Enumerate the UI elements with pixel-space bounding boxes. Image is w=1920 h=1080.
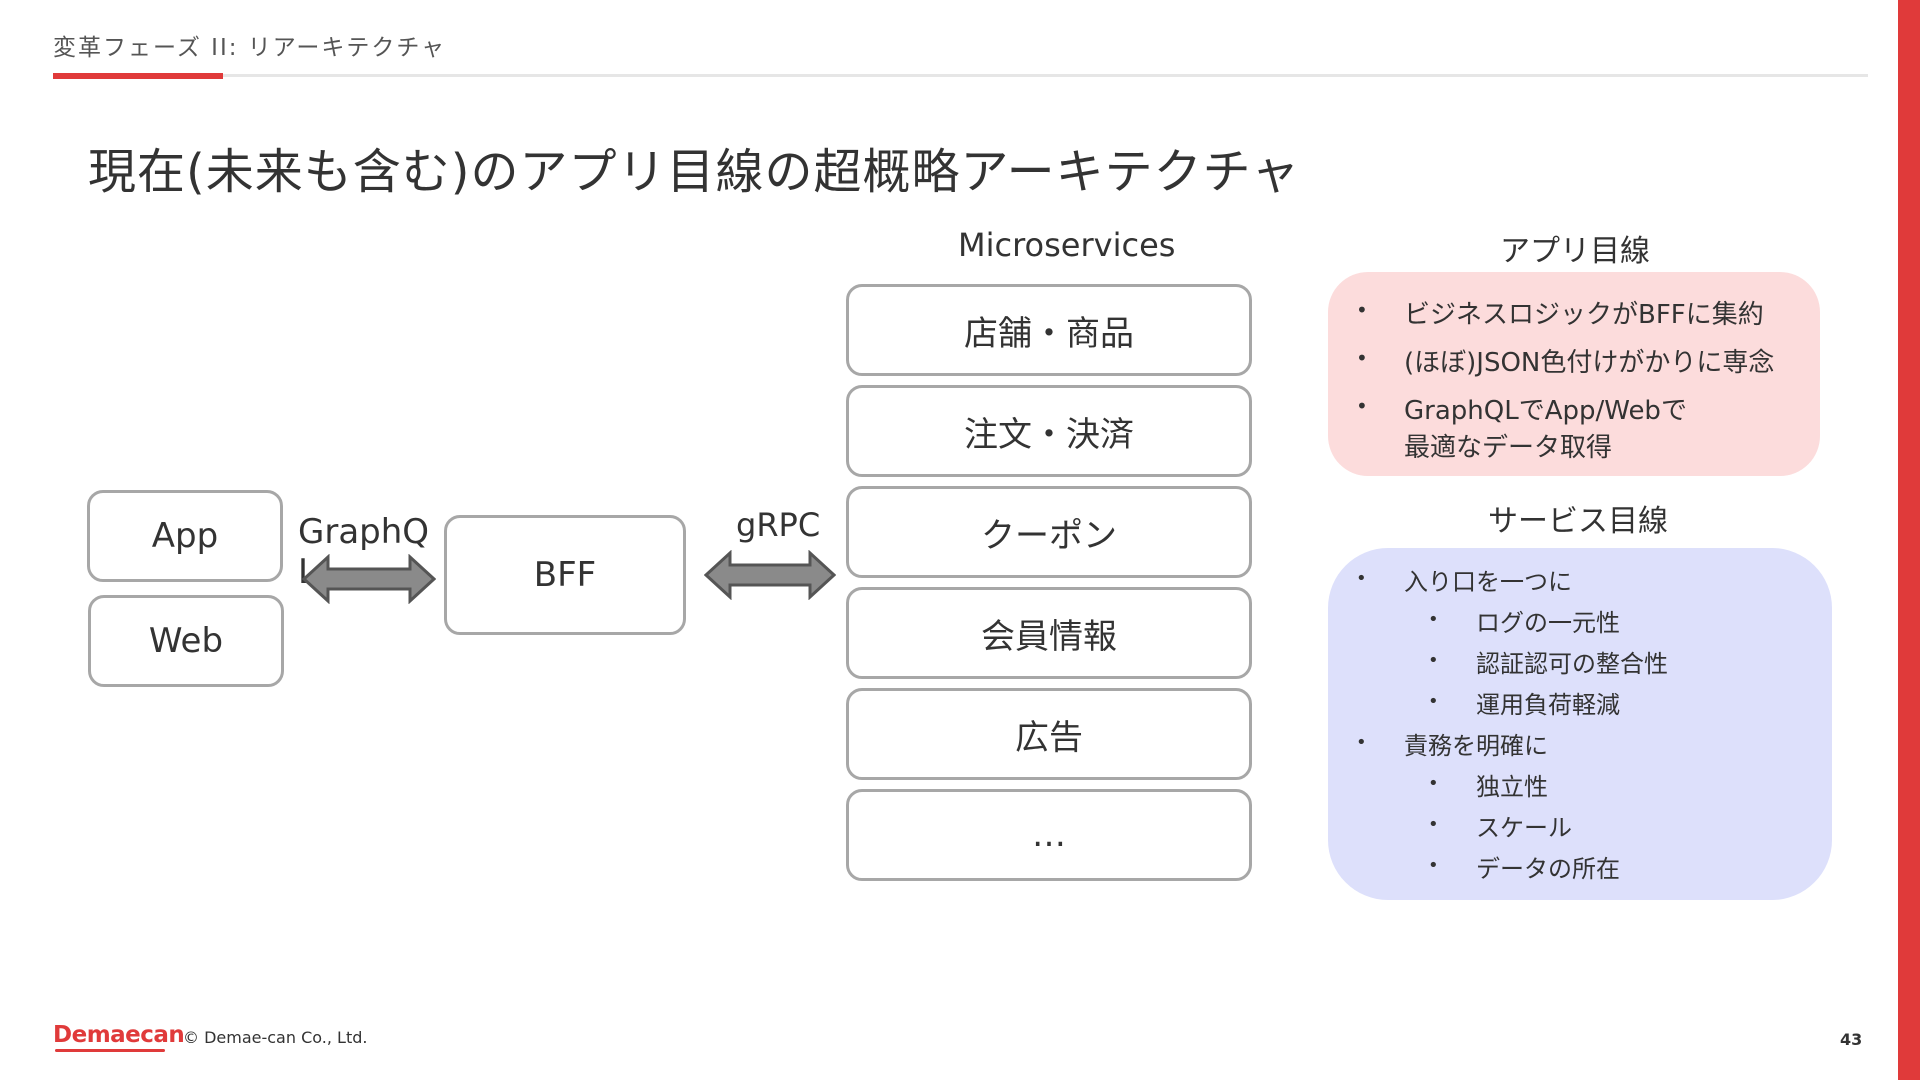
app-view-bullet: GraphQLでApp/Webで	[1404, 396, 1687, 426]
microservice-label: 店舗・商品	[964, 313, 1134, 354]
service-view-subitem: スケール	[1476, 814, 1572, 842]
service-view-title: サービス目線	[1488, 504, 1668, 539]
client-app-label: App	[151, 516, 219, 556]
microservice-ads: 広告	[846, 688, 1252, 780]
microservice-label: 会員情報	[981, 616, 1117, 657]
client-web-box: Web	[88, 595, 284, 687]
client-app-box: App	[87, 490, 283, 582]
bullet-dot: •	[1356, 732, 1367, 753]
header-accent	[53, 73, 223, 79]
service-view-subitem: 運用負荷軽減	[1476, 691, 1620, 719]
microservice-label: …	[1032, 815, 1066, 855]
service-view-subitem: 独立性	[1476, 773, 1548, 801]
microservice-store-product: 店舗・商品	[846, 284, 1252, 376]
microservice-coupon: クーポン	[846, 486, 1252, 578]
bullet-dot: •	[1356, 394, 1368, 418]
bullet-dot: •	[1428, 691, 1439, 712]
microservice-more: …	[846, 789, 1252, 881]
grpc-arrow-shape	[704, 550, 836, 600]
service-view-item: 責務を明確に	[1404, 732, 1548, 760]
app-view-bullet-cont: 最適なデータ取得	[1404, 433, 1613, 463]
microservice-label: 注文・決済	[964, 414, 1134, 455]
bullet-dot: •	[1356, 568, 1367, 589]
microservice-label: クーポン	[981, 515, 1117, 556]
service-view-panel: • 入り口を一つに • ログの一元性 • 認証認可の整合性 • 運用負荷軽減 •…	[1328, 548, 1832, 900]
microservice-label: 広告	[1015, 717, 1083, 758]
section-header: 変革フェーズ II: リアーキテクチャ	[53, 35, 447, 61]
bullet-dot: •	[1428, 814, 1439, 835]
bullet-dot: •	[1356, 298, 1368, 322]
app-view-panel: • ビジネスロジックがBFFに集約 • (ほぼ)JSON色付けがかりに専念 • …	[1328, 272, 1820, 476]
bullet-dot: •	[1428, 855, 1439, 876]
graphql-arrow	[302, 554, 436, 604]
copyright: © Demae-can Co., Ltd.	[183, 1028, 368, 1047]
right-accent-bar	[1898, 0, 1920, 1080]
client-web-label: Web	[148, 621, 224, 661]
service-view-item: 入り口を一つに	[1404, 568, 1572, 596]
service-view-subitem: ログの一元性	[1476, 609, 1620, 637]
bullet-dot: •	[1356, 346, 1368, 370]
graphql-arrow-shape	[302, 554, 436, 604]
header-divider	[53, 74, 1868, 77]
app-view-bullet: ビジネスロジックがBFFに集約	[1404, 300, 1764, 330]
bff-box: BFF	[444, 515, 686, 635]
bullet-dot: •	[1428, 609, 1439, 630]
service-view-subitem: データの所在	[1476, 855, 1620, 883]
service-view-subitem: 認証認可の整合性	[1476, 650, 1668, 678]
grpc-label: gRPC	[736, 506, 821, 544]
microservices-label: Microservices	[958, 226, 1176, 264]
microservice-member-info: 会員情報	[846, 587, 1252, 679]
microservice-order-payment: 注文・決済	[846, 385, 1252, 477]
bff-label: BFF	[533, 555, 597, 595]
logo-underline	[55, 1049, 165, 1052]
grpc-arrow	[704, 550, 836, 600]
page-number: 43	[1840, 1030, 1863, 1049]
demaecan-logo: Demaecan	[53, 1022, 185, 1048]
app-view-title: アプリ目線	[1500, 234, 1650, 269]
slide-title: 現在(未来も含む)のアプリ目線の超概略アーキテクチャ	[88, 144, 1301, 200]
bullet-dot: •	[1428, 773, 1439, 794]
bullet-dot: •	[1428, 650, 1439, 671]
app-view-bullet: (ほぼ)JSON色付けがかりに専念	[1404, 348, 1775, 378]
